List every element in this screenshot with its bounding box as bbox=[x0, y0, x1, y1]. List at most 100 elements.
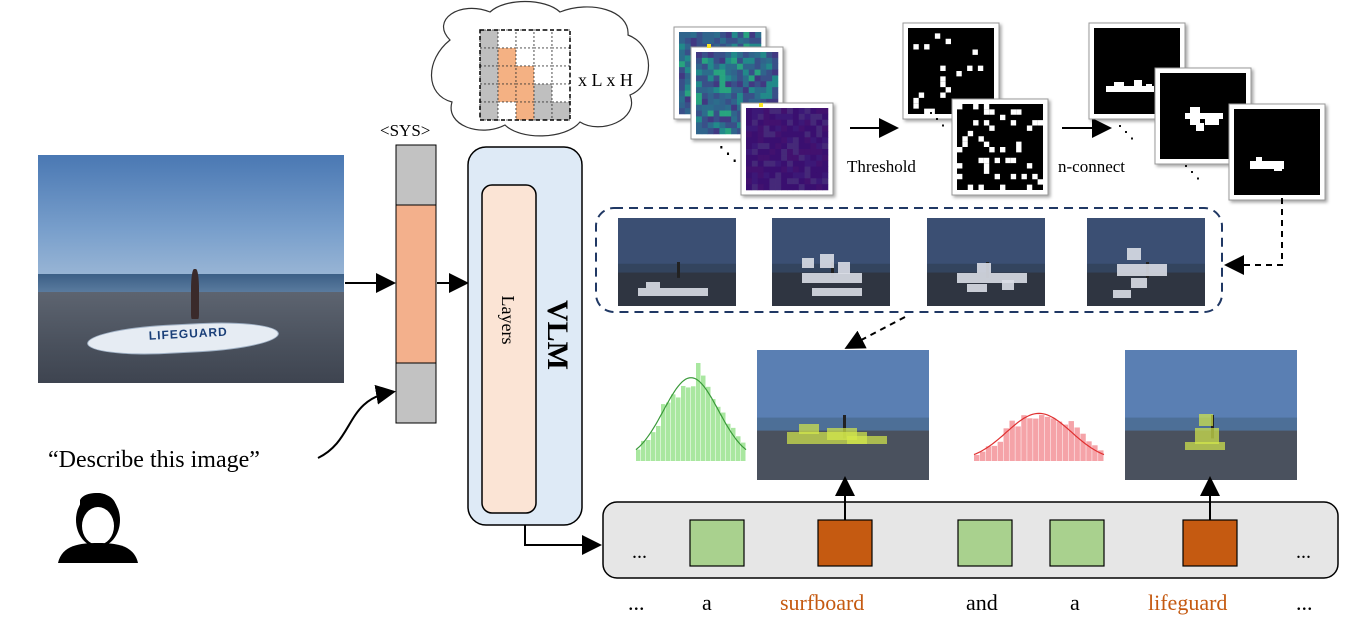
heatmap-cell bbox=[760, 87, 767, 94]
heatmap-cell bbox=[701, 52, 709, 59]
heatmap-cell bbox=[719, 81, 726, 88]
heatmap-cell bbox=[763, 184, 770, 191]
histogram-bar bbox=[661, 404, 666, 461]
threshold-pixel bbox=[918, 92, 925, 98]
heatmap-cell bbox=[766, 52, 773, 59]
component-blob bbox=[1256, 157, 1262, 169]
masked-images bbox=[618, 218, 1205, 306]
threshold-pixel bbox=[983, 141, 990, 147]
heatmap-cell bbox=[754, 87, 761, 94]
heatmap-cell bbox=[737, 81, 744, 88]
heatmap-cell bbox=[684, 78, 692, 86]
heatmap-cell bbox=[816, 184, 823, 191]
histogram-bar bbox=[1027, 418, 1033, 461]
histogram-bar bbox=[997, 441, 1004, 461]
heatmap-cell bbox=[787, 125, 794, 132]
prompt-text: “Describe this image” bbox=[48, 447, 260, 473]
threshold-pixel bbox=[973, 120, 979, 126]
masked-thumbnail bbox=[1087, 218, 1205, 306]
heatmap-cell bbox=[787, 119, 794, 126]
heatmap-cell bbox=[748, 98, 755, 106]
heatmap-cell bbox=[749, 32, 756, 39]
heatmap-cell bbox=[737, 104, 744, 111]
overlay-highlight bbox=[1199, 414, 1213, 426]
heatmap-cell bbox=[748, 87, 755, 94]
histogram-bar bbox=[681, 385, 686, 461]
heatmap-cell bbox=[822, 137, 829, 144]
heatmap-cell bbox=[781, 108, 788, 115]
histogram-bar bbox=[1050, 418, 1057, 461]
heatmap-cell bbox=[707, 57, 714, 65]
heatmap-cell bbox=[816, 125, 823, 132]
heatmap-cell bbox=[816, 166, 823, 173]
heatmap-cell bbox=[822, 172, 829, 179]
ellipsis-2: ⋱ bbox=[928, 109, 946, 129]
layers-label: Layers bbox=[498, 296, 518, 345]
heatmap-cell bbox=[713, 98, 720, 106]
heatmap-cell bbox=[737, 122, 744, 129]
heatmap-cell bbox=[754, 75, 761, 82]
heatmap-cell bbox=[757, 119, 764, 126]
threshold-pixel bbox=[962, 141, 968, 147]
heatmap-cell bbox=[701, 128, 709, 135]
heatmap-cell bbox=[787, 160, 794, 167]
threshold-pixel bbox=[1016, 109, 1022, 115]
heatmap-cell bbox=[701, 69, 709, 76]
heatmap-cell bbox=[684, 90, 692, 97]
attention-cell bbox=[479, 29, 499, 49]
heatmap-cell bbox=[769, 166, 776, 173]
histogram-bar bbox=[1021, 415, 1027, 461]
attention-maps bbox=[673, 26, 834, 196]
component-blob bbox=[1274, 167, 1282, 171]
heatmap-cell bbox=[781, 143, 788, 150]
heatmap-cell bbox=[713, 52, 720, 59]
heatmap-cell bbox=[696, 110, 703, 117]
masked-thumbnail bbox=[618, 218, 736, 306]
heatmap-cell bbox=[751, 113, 759, 121]
heatmap-cell bbox=[775, 143, 782, 150]
histogram-bar bbox=[731, 427, 736, 461]
heatmap-cell bbox=[696, 52, 703, 59]
heatmap-cell bbox=[810, 160, 817, 167]
heatmap-cell bbox=[719, 63, 726, 70]
heatmap-cell bbox=[751, 119, 759, 126]
token-column bbox=[395, 144, 437, 424]
heatmap-cell bbox=[781, 178, 788, 185]
threshold-pixel bbox=[957, 147, 963, 153]
threshold-pixel bbox=[1016, 147, 1022, 153]
heatmap-cell bbox=[766, 75, 773, 82]
heatmap-cell bbox=[772, 87, 779, 94]
heatmap-cell bbox=[804, 184, 811, 191]
overlay-highlight bbox=[799, 424, 819, 434]
heatmap-cell bbox=[763, 113, 770, 121]
heatmap-cell bbox=[719, 75, 726, 82]
thought-cloud: x L x H bbox=[430, 0, 650, 185]
histogram-bar bbox=[1068, 421, 1074, 461]
heatmap-cell bbox=[719, 104, 726, 111]
heatmap-cell bbox=[804, 154, 811, 162]
heatmap-cell bbox=[787, 131, 794, 138]
histogram-bar bbox=[974, 455, 980, 461]
heatmap-cell bbox=[719, 52, 726, 59]
heatmap-cell bbox=[772, 63, 779, 70]
heatmap-cell bbox=[763, 172, 770, 179]
heatmap-cell bbox=[769, 160, 776, 167]
heatmap-cell bbox=[696, 116, 703, 123]
attention-cell bbox=[533, 101, 553, 121]
heatmap-cell bbox=[769, 125, 776, 132]
threshold-pixel bbox=[989, 147, 995, 153]
heatmap-cell bbox=[707, 128, 714, 135]
heatmap-cell bbox=[742, 81, 750, 88]
heatmap-cell bbox=[714, 32, 721, 39]
heatmap-cell bbox=[707, 81, 714, 88]
attention-cell bbox=[479, 47, 499, 67]
heatmap-cell bbox=[787, 166, 794, 173]
heatmap-cell bbox=[737, 37, 744, 45]
heatmap-cell bbox=[772, 52, 779, 59]
heatmap-cell bbox=[754, 69, 761, 76]
heatmap-cell bbox=[781, 184, 788, 191]
masked-thumbnail bbox=[927, 218, 1045, 306]
thought-multiplier: x L x H bbox=[578, 70, 633, 90]
histogram-bar bbox=[1062, 424, 1069, 461]
heatmap-cell bbox=[707, 52, 714, 59]
